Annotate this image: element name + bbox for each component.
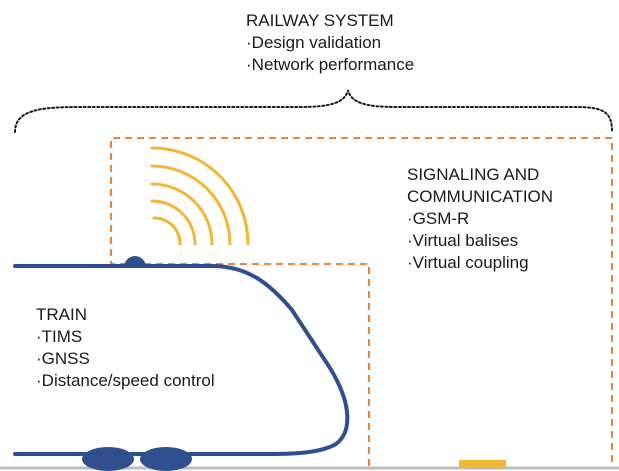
wheel-icon: [140, 447, 192, 471]
train-label: TRAIN ·TIMS ·GNSS ·Distance/speed contro…: [36, 304, 215, 392]
balise-icon: [459, 460, 506, 468]
train-item: ·GNSS: [36, 349, 90, 368]
train-item: ·Distance/speed control: [36, 371, 215, 390]
signaling-boundary: [110, 137, 613, 466]
train-title: TRAIN: [36, 305, 87, 324]
antenna-icon: [124, 256, 146, 267]
wheel-icon: [82, 447, 134, 471]
railway-system-label: RAILWAY SYSTEM ·Design validation ·Netwo…: [246, 10, 414, 76]
train-item: ·TIMS: [36, 327, 83, 346]
railway-system-title: RAILWAY SYSTEM: [246, 11, 394, 30]
signal-wave-4: [150, 164, 232, 246]
signaling-item: ·GSM-R: [407, 209, 470, 228]
signaling-item: ·Virtual balises: [407, 231, 519, 250]
signaling-item: ·Virtual coupling: [407, 253, 529, 272]
railway-system-item: ·Network performance: [246, 55, 415, 74]
signal-wave-3: [150, 182, 214, 246]
railway-system-item: ·Design validation: [246, 33, 382, 52]
signal-wave-2: [150, 199, 197, 246]
signaling-label: SIGNALING AND COMMUNICATION ·GSM-R ·Virt…: [407, 164, 553, 274]
signal-wave-5: [150, 146, 250, 246]
signal-waves: [150, 146, 250, 246]
system-brace: [14, 89, 613, 133]
signaling-title-line1: SIGNALING AND: [407, 165, 540, 184]
signaling-title-line2: COMMUNICATION: [407, 187, 554, 206]
signal-wave-1: [152, 216, 182, 246]
train-body: [13, 264, 350, 456]
